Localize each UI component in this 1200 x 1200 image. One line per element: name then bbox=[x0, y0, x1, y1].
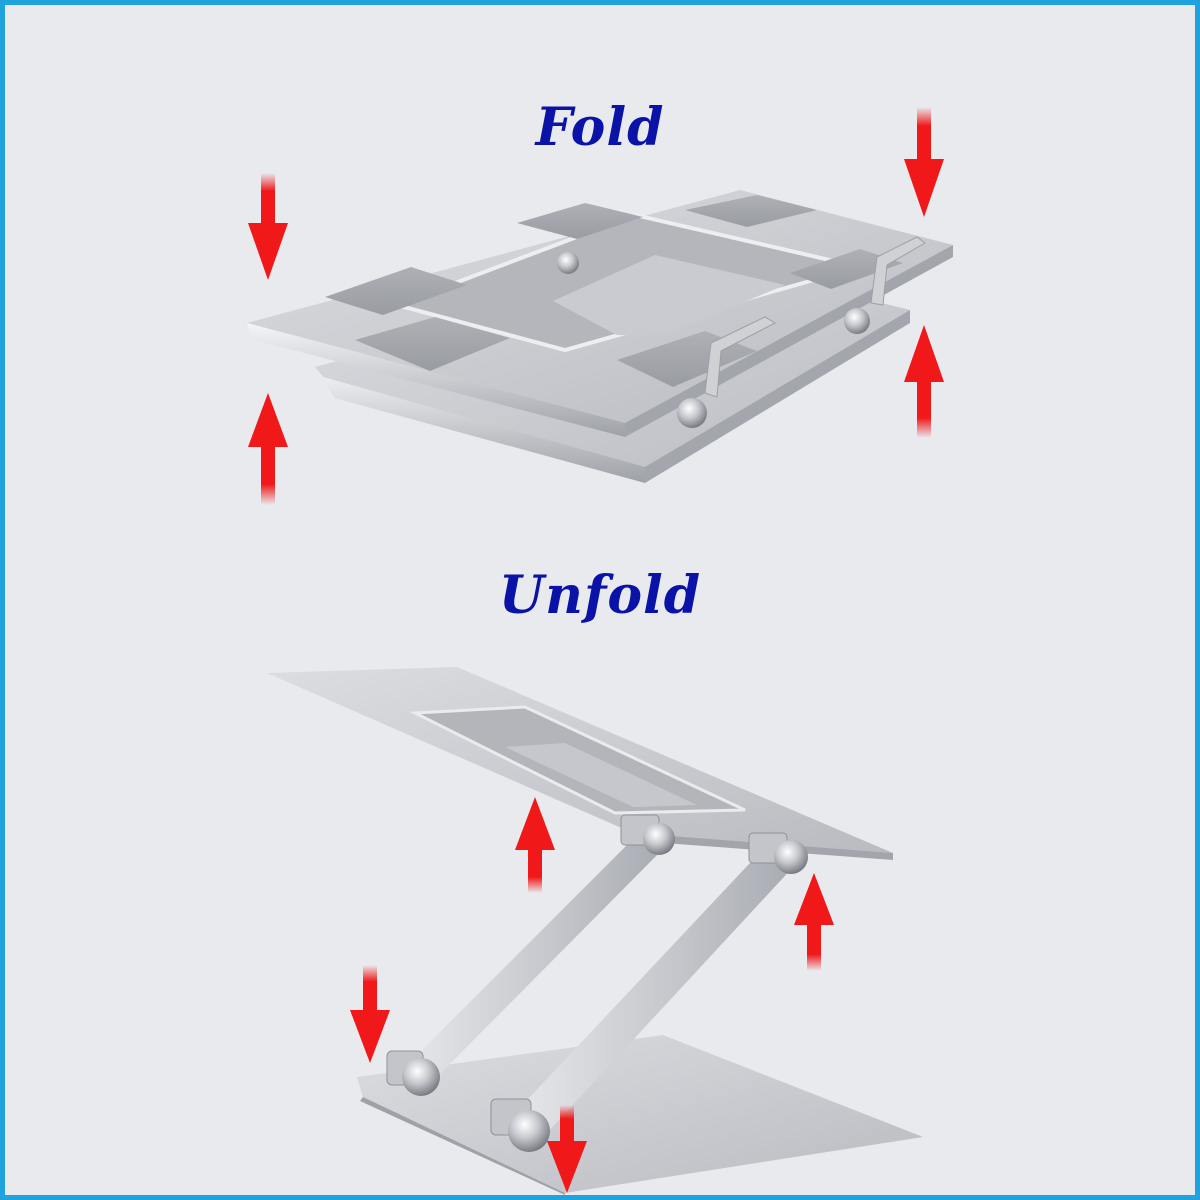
hinge-knob bbox=[508, 1110, 550, 1152]
rubber-pad bbox=[685, 195, 817, 227]
red-arrow-up-icon bbox=[515, 797, 555, 893]
red-arrow-up-icon bbox=[794, 873, 834, 971]
red-arrow-down-icon bbox=[547, 1105, 587, 1193]
hinge-knob bbox=[844, 308, 870, 334]
rubber-pad bbox=[790, 249, 903, 289]
unfolded-stand bbox=[267, 667, 923, 1195]
unfold-caption: Unfold bbox=[498, 565, 702, 626]
hinge-knob bbox=[402, 1058, 440, 1096]
hinge-knob bbox=[643, 823, 675, 855]
support-arm bbox=[513, 847, 795, 1135]
red-arrow-up-icon bbox=[904, 325, 944, 438]
rubber-pad bbox=[325, 267, 467, 315]
red-arrow-down-icon bbox=[350, 965, 390, 1063]
hinge-knob bbox=[677, 398, 707, 428]
front-hook bbox=[870, 236, 926, 306]
hinge-knob bbox=[557, 252, 579, 274]
product-illustration bbox=[247, 107, 953, 1195]
support-arm bbox=[405, 831, 665, 1085]
red-arrow-up-icon bbox=[248, 393, 288, 505]
red-arrow-down-icon bbox=[248, 173, 288, 280]
fold-arrows bbox=[248, 107, 944, 505]
rubber-pad bbox=[517, 203, 643, 239]
folded-stand bbox=[247, 190, 953, 483]
rubber-pad bbox=[355, 317, 510, 371]
fold-caption: Fold bbox=[535, 97, 665, 158]
unfold-arrows bbox=[350, 797, 834, 1193]
hinge-knob bbox=[774, 840, 808, 874]
front-hook bbox=[704, 316, 777, 398]
red-arrow-down-icon bbox=[904, 107, 944, 217]
unfolded-base-plate bbox=[357, 1035, 923, 1193]
